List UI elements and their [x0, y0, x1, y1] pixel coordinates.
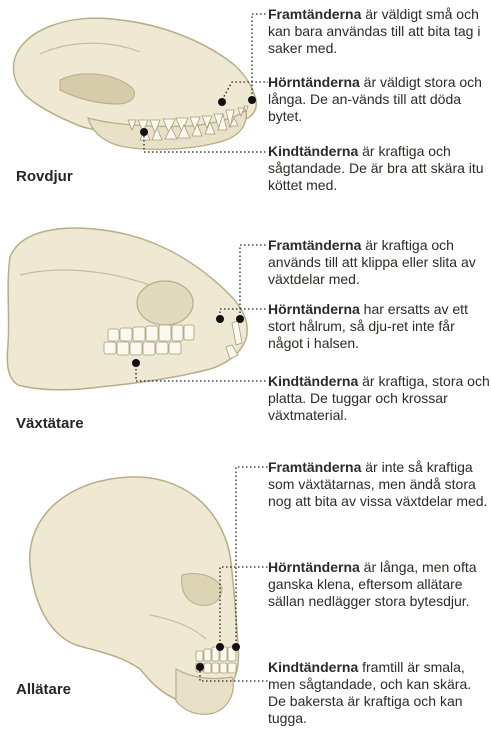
note-incisors: Framtänderna är kraftiga och används til…	[268, 237, 490, 288]
panel-omnivore: Allätare Framtänderna är inte så kraftig…	[0, 455, 491, 731]
section-label: Rovdjur	[16, 168, 73, 185]
note-canines: Hörntänderna är långa, men ofta ganska k…	[268, 559, 490, 610]
note-term: Hörntänderna	[268, 74, 360, 90]
note-term: Hörntänderna	[268, 559, 360, 575]
section-label: Växtätare	[16, 415, 84, 432]
note-molars: Kindtänderna framtill är smala, men sågt…	[268, 659, 490, 727]
note-term: Framtänderna	[268, 237, 361, 253]
herbivore-skull	[7, 228, 247, 390]
note-term: Hörntänderna	[268, 301, 360, 317]
section-label: Allätare	[16, 681, 71, 698]
panel-carnivore: Rovdjur Framtänderna är väldigt små och …	[0, 0, 491, 215]
note-incisors: Framtänderna är väldigt små och kan bara…	[268, 6, 490, 57]
note-canines: Hörntänderna är väldigt stora och långa.…	[268, 74, 490, 125]
note-term: Framtänderna	[268, 6, 361, 22]
note-term: Kindtänderna	[268, 659, 358, 675]
note-molars: Kindtänderna är kraftiga och sågtandade.…	[268, 143, 490, 194]
panel-herbivore: Växtätare Framtänderna är kraftiga och a…	[0, 215, 491, 455]
note-term: Kindtänderna	[268, 373, 358, 389]
note-canines: Hörntänderna har ersatts av ett stort hå…	[268, 301, 490, 352]
note-term: Kindtänderna	[268, 143, 358, 159]
note-incisors: Framtänderna är inte så kraftiga som väx…	[268, 459, 490, 510]
note-molars: Kindtänderna är kraftiga, stora och plat…	[268, 373, 490, 424]
note-term: Framtänderna	[268, 459, 361, 475]
